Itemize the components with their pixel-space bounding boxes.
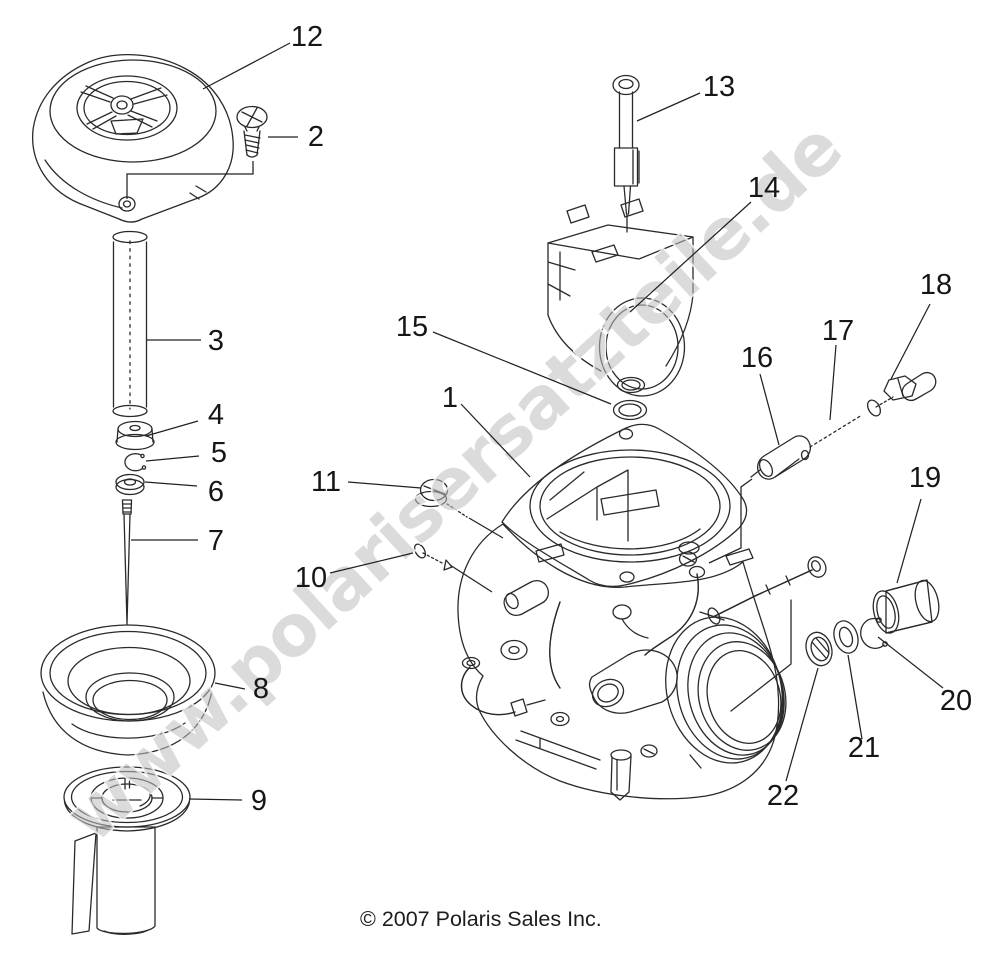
callout-label-6: 6 xyxy=(208,476,224,508)
leader-line-11 xyxy=(347,481,422,489)
part-11-screw xyxy=(414,478,468,518)
leader-line-8 xyxy=(214,682,246,690)
leader-line-4 xyxy=(145,420,199,437)
callout-label-10: 10 xyxy=(295,562,327,594)
callout-label-18: 18 xyxy=(920,269,952,301)
callout-label-21: 21 xyxy=(848,732,880,764)
leader-line-2-1 xyxy=(126,161,254,199)
callout-label-11: 11 xyxy=(311,466,341,498)
callout-label-9: 9 xyxy=(251,785,267,817)
leader-line-1 xyxy=(460,403,531,478)
callout-label-22: 22 xyxy=(767,780,799,812)
leader-line-21 xyxy=(847,654,863,740)
leader-line-13 xyxy=(636,92,701,122)
callout-label-20: 20 xyxy=(940,685,972,717)
leader-line-15 xyxy=(432,331,612,405)
part-15-oring xyxy=(612,399,648,421)
part-18-fitting xyxy=(866,371,937,417)
leader-line-14 xyxy=(629,201,752,313)
leader-line-10 xyxy=(329,552,414,574)
part-12-cap xyxy=(32,54,234,223)
callout-label-3: 3 xyxy=(208,325,224,357)
leader-line-10-1 xyxy=(449,564,493,593)
callout-label-7: 7 xyxy=(208,525,224,557)
leader-line-6 xyxy=(144,481,198,487)
part-9-slide xyxy=(63,766,191,935)
part-16-plunger xyxy=(750,435,811,480)
watermark-text: www.polarisersatzteile.de xyxy=(49,106,857,858)
part-4-seat xyxy=(115,420,155,451)
leader-line-18 xyxy=(890,303,931,380)
leader-line-19 xyxy=(896,498,922,584)
callout-label-16: 16 xyxy=(741,342,773,374)
callout-label-13: 13 xyxy=(703,71,735,103)
part-1-body xyxy=(457,423,827,801)
callout-label-5: 5 xyxy=(211,437,227,469)
callout-label-12: 12 xyxy=(291,21,323,53)
part-19-cap xyxy=(872,579,940,634)
assembly-lines xyxy=(730,599,792,712)
leader-line-16 xyxy=(759,373,780,446)
callout-label-15: 15 xyxy=(396,311,428,343)
leader-line-17 xyxy=(829,344,837,421)
callout-label-1: 1 xyxy=(442,382,458,414)
part-21-washer xyxy=(833,620,859,654)
part-22-seal xyxy=(805,631,833,667)
part-3-spring xyxy=(112,230,148,418)
leader-line-12 xyxy=(202,42,291,90)
callout-label-17: 17 xyxy=(822,315,854,347)
part-14-bracket xyxy=(547,198,694,397)
leader-line-16-1 xyxy=(708,478,753,564)
copyright-text: © 2007 Polaris Sales Inc. xyxy=(360,907,602,931)
leader-line-11-1 xyxy=(468,517,504,539)
callout-label-14: 14 xyxy=(748,172,780,204)
callout-label-19: 19 xyxy=(909,462,941,494)
leader-line-20 xyxy=(877,636,944,689)
part-5-clip xyxy=(124,453,147,472)
callout-label-2: 2 xyxy=(308,121,324,153)
leader-line-22 xyxy=(785,667,819,782)
callout-label-8: 8 xyxy=(253,673,269,705)
part-6-washer xyxy=(115,473,145,496)
part-2-screw xyxy=(236,105,268,158)
part-7-needle xyxy=(121,499,133,625)
callout-label-4: 4 xyxy=(208,399,224,431)
part-13-bolt xyxy=(612,74,640,233)
part-10-screw xyxy=(413,543,453,571)
leader-line-5 xyxy=(145,455,200,462)
leader-line-9 xyxy=(188,798,243,801)
part-17-spring xyxy=(809,414,863,448)
part-8-diaphragm xyxy=(40,624,216,756)
part-20-clip xyxy=(860,617,888,649)
